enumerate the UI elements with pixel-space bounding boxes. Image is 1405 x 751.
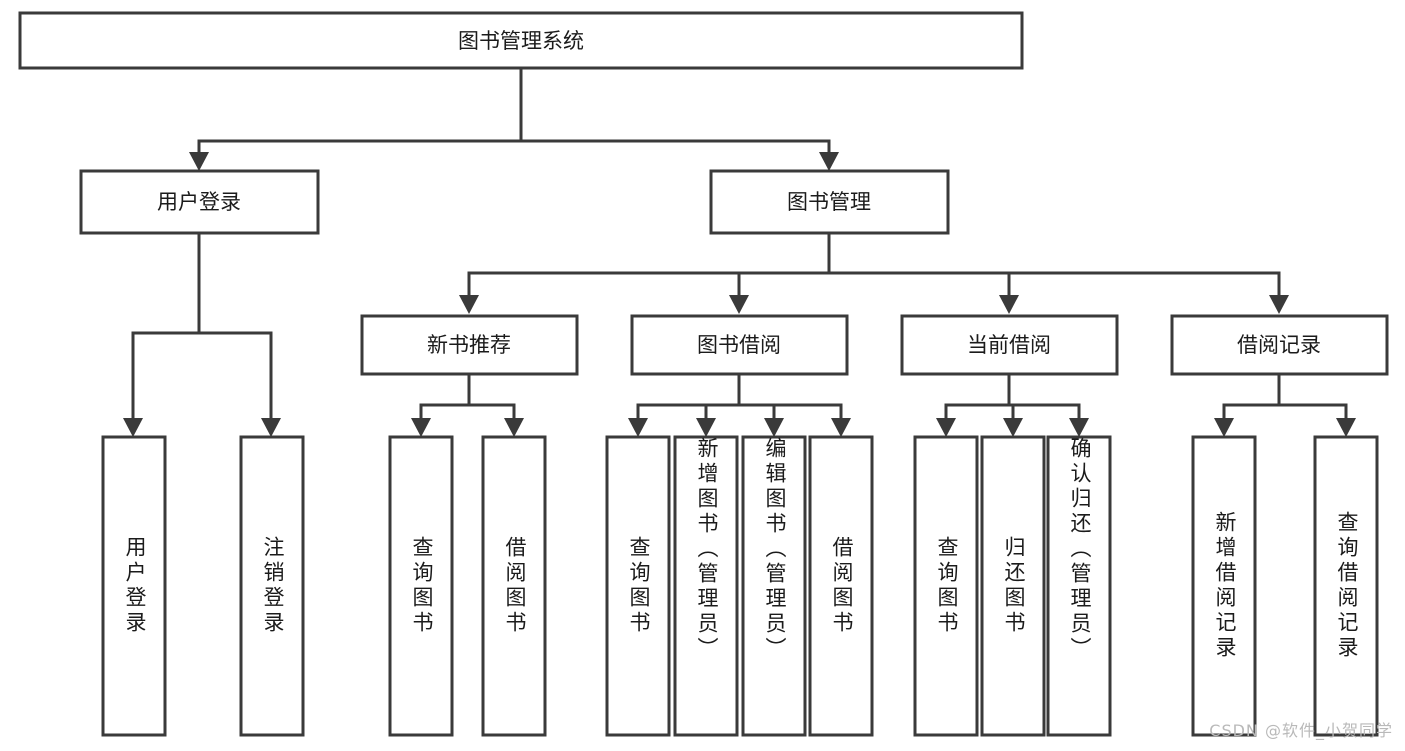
node-borrow-record-label: 借阅记录 (1237, 333, 1321, 357)
arrow-head-user-login (189, 152, 209, 171)
node-book-management[interactable]: 图书管理 (709, 169, 950, 235)
node-book-borrow[interactable]: 图书借阅 (630, 314, 849, 376)
arrow-head-l3-4 (1269, 295, 1289, 314)
leaf-box-bb-4[interactable] (808, 435, 874, 737)
node-borrow-record[interactable]: 借阅记录 (1170, 314, 1389, 376)
leaf-box-user-login-2[interactable] (239, 435, 305, 737)
leaf-box-bb-1[interactable] (605, 435, 671, 737)
node-current-borrow-box[interactable] (900, 314, 1119, 376)
node-current-borrow[interactable]: 当前借阅 (900, 314, 1119, 376)
node-book-management-label: 图书管理 (787, 190, 871, 214)
leaf-box-cb-2[interactable] (980, 435, 1046, 737)
leaf-box-nbr-1[interactable] (388, 435, 454, 737)
node-book-management-box[interactable] (709, 169, 950, 235)
leaf-boxes-user-login (101, 435, 305, 737)
arrow-head-l3-2 (729, 295, 749, 314)
node-borrow-record-box[interactable] (1170, 314, 1389, 376)
leaf-box-br-1[interactable] (1191, 435, 1257, 737)
arrow-head-br-1 (1214, 418, 1234, 437)
node-user-login-label: 用户登录 (157, 190, 241, 214)
leaf-box-bb-3[interactable] (741, 435, 807, 737)
arrow-head-bb-4 (831, 418, 851, 437)
leaf-box-cb-3[interactable] (1046, 435, 1112, 737)
arrow-head-cb-3 (1069, 418, 1089, 437)
node-new-book-recommend[interactable]: 新书推荐 (360, 314, 579, 376)
leaf-box-cb-1[interactable] (913, 435, 979, 737)
leaf-boxes-book-borrow (605, 435, 874, 737)
watermark-text: CSDN @软件_小贺同学 (1209, 721, 1393, 740)
arrow-head-l3-3 (999, 295, 1019, 314)
arrow-head-book-mgmt (819, 152, 839, 171)
node-root-box[interactable] (18, 11, 1024, 70)
node-new-book-recommend-label: 新书推荐 (427, 333, 511, 357)
node-user-login[interactable]: 用户登录 (79, 169, 320, 235)
arrow-head-ul-2 (261, 418, 281, 437)
leaf-box-user-login-1[interactable] (101, 435, 167, 737)
node-root[interactable]: 图书管理系统 (18, 11, 1024, 70)
arrow-head-bb-2 (696, 418, 716, 437)
arrow-head-nbr-1 (411, 418, 431, 437)
node-new-book-recommend-box[interactable] (360, 314, 579, 376)
arrow-head-bb-1 (628, 418, 648, 437)
arrow-head-l3-1 (459, 295, 479, 314)
leaf-boxes-new-book-recommend (388, 435, 547, 737)
leaf-boxes-borrow-record (1191, 435, 1379, 737)
node-book-borrow-box[interactable] (630, 314, 849, 376)
node-book-borrow-label: 图书借阅 (697, 333, 781, 357)
node-current-borrow-label: 当前借阅 (967, 333, 1051, 357)
arrow-head-cb-2 (1003, 418, 1023, 437)
arrow-head-ul-1 (123, 418, 143, 437)
node-root-label: 图书管理系统 (458, 29, 584, 53)
leaf-boxes-current-borrow (913, 435, 1112, 737)
arrow-head-br-2 (1336, 418, 1356, 437)
arrow-head-cb-1 (936, 418, 956, 437)
node-user-login-box[interactable] (79, 169, 320, 235)
leaf-box-nbr-2[interactable] (481, 435, 547, 737)
arrow-head-nbr-2 (504, 418, 524, 437)
arrow-head-bb-3 (764, 418, 784, 437)
leaf-box-bb-2[interactable] (673, 435, 739, 737)
leaf-box-br-2[interactable] (1313, 435, 1379, 737)
connector-layer (123, 66, 1356, 437)
